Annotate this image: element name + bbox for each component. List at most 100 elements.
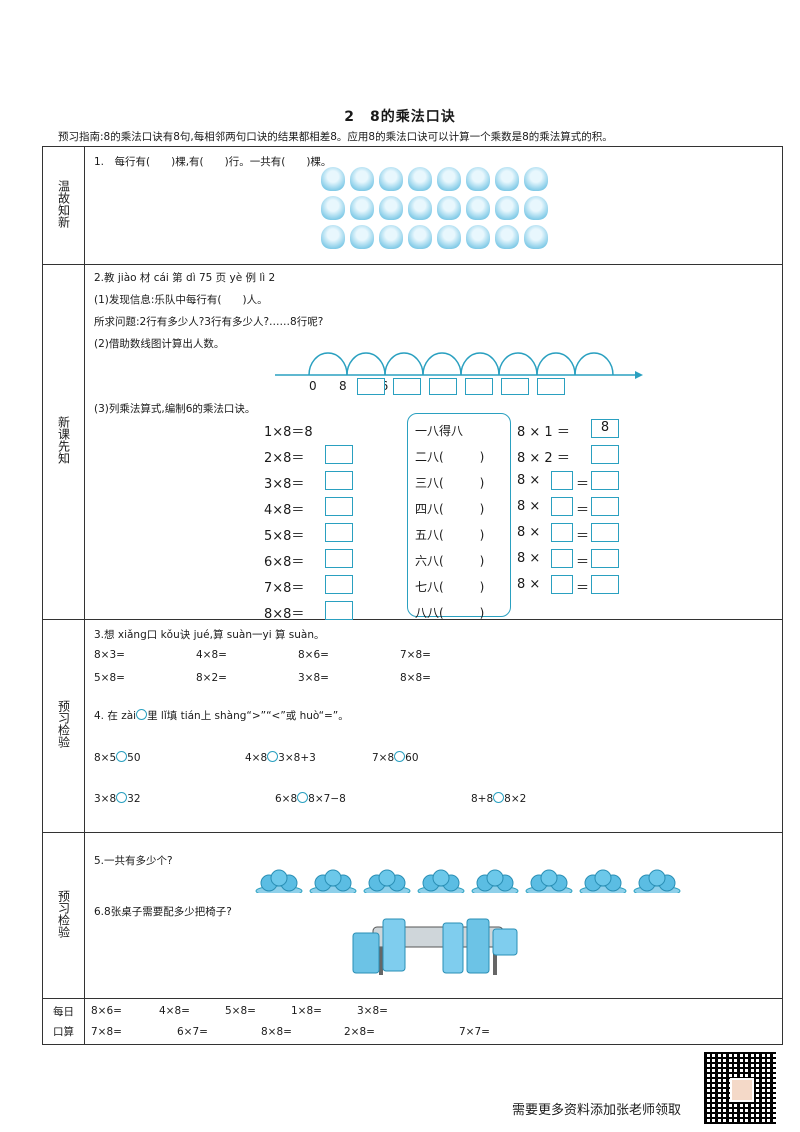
compare-circle-icon bbox=[116, 792, 128, 803]
question-2-part2: (2)借助数线图计算出人数。 bbox=[94, 338, 225, 350]
tree-icon bbox=[379, 225, 403, 249]
table-leg bbox=[493, 947, 497, 975]
answer-box[interactable] bbox=[325, 549, 353, 568]
section-1: 1. 每行有( )棵,有( )行。一共有( )棵。 bbox=[84, 146, 783, 265]
multiplication-equation: 8 × bbox=[517, 551, 541, 566]
daily-item: 1×8= bbox=[291, 1005, 322, 1017]
section-label-1: 温故知新 bbox=[42, 146, 85, 265]
tree-icon bbox=[437, 167, 461, 191]
section-label-3: 预习检验 bbox=[42, 619, 85, 833]
compare-circle-icon bbox=[136, 709, 148, 720]
bun-plate-icon bbox=[471, 869, 519, 893]
factor-box[interactable] bbox=[551, 497, 573, 516]
question-2-part1: (1)发现信息:乐队中每行有( )人。 bbox=[94, 294, 268, 306]
koujue-line: 八八( ) bbox=[415, 606, 485, 620]
multiplication-equation: 8 × bbox=[517, 577, 541, 592]
answer-box[interactable] bbox=[325, 523, 353, 542]
number-line-answer-box[interactable] bbox=[465, 378, 493, 395]
answer-box[interactable] bbox=[325, 497, 353, 516]
equals-sign: ＝ bbox=[576, 503, 590, 518]
number-line-arrow bbox=[635, 371, 643, 379]
jump-arc bbox=[422, 352, 462, 376]
answer-box[interactable] bbox=[591, 445, 619, 464]
tree-icon bbox=[495, 196, 519, 220]
daily-item: 5×8= bbox=[225, 1005, 256, 1017]
q3-item: 3×8= bbox=[298, 672, 329, 684]
factor-box[interactable] bbox=[551, 575, 573, 594]
q3-item: 8×8= bbox=[400, 672, 431, 684]
number-line-answer-box[interactable] bbox=[393, 378, 421, 395]
answer-box[interactable] bbox=[325, 575, 353, 594]
bun-plate-icon bbox=[525, 869, 573, 893]
compare-circle-icon bbox=[493, 792, 505, 803]
multiplication-equation: 8 × bbox=[517, 473, 541, 488]
equals-sign: ＝ bbox=[576, 555, 590, 570]
factor-box[interactable] bbox=[551, 549, 573, 568]
section-label-5: 每日口算 bbox=[42, 998, 85, 1045]
daily-item: 6×7= bbox=[177, 1026, 208, 1038]
avatar bbox=[730, 1078, 754, 1102]
tree-icon bbox=[408, 167, 432, 191]
multiplication-equation: 8×8＝ bbox=[264, 607, 305, 622]
tree-icon bbox=[321, 225, 345, 249]
worksheet-table: 温故知新 1. 每行有( )棵,有( )行。一共有( )棵。 新课先知 2.教 … bbox=[42, 146, 783, 1045]
koujue-line: 二八( ) bbox=[415, 450, 485, 464]
bun-plate-icon bbox=[633, 869, 681, 893]
multiplication-equation: 7×8＝ bbox=[264, 581, 305, 596]
factor-box[interactable] bbox=[551, 523, 573, 542]
tree-icon bbox=[379, 167, 403, 191]
daily-item: 8×6= bbox=[91, 1005, 122, 1017]
question-6: 6.8张桌子需要配多少把椅子? bbox=[94, 906, 232, 918]
compare-circle-icon bbox=[116, 751, 128, 762]
tree-icon bbox=[524, 167, 548, 191]
tree-icon bbox=[524, 196, 548, 220]
answer-box[interactable] bbox=[591, 523, 619, 542]
q3-item: 7×8= bbox=[400, 649, 431, 661]
factor-box[interactable] bbox=[551, 471, 573, 490]
number-line bbox=[275, 352, 643, 379]
tree-icon bbox=[466, 225, 490, 249]
jump-arc bbox=[536, 352, 576, 376]
jump-arc bbox=[460, 352, 500, 376]
multiplication-equation: 8 × 1 ＝ bbox=[517, 425, 570, 440]
question-2-part3: (3)列乘法算式,编制6的乘法口诀。 bbox=[94, 403, 256, 415]
q3-item: 8×6= bbox=[298, 649, 329, 661]
number-line-answer-box[interactable] bbox=[429, 378, 457, 395]
section-5: 8×6= 4×8= 5×8= 1×8= 3×8= 7×8= 6×7= 8×8= … bbox=[84, 998, 783, 1045]
multiplication-equation: 6×8＝ bbox=[264, 555, 305, 570]
answer-box[interactable]: 8 bbox=[591, 419, 619, 438]
number-line-answer-box[interactable] bbox=[357, 378, 385, 395]
section-label-4: 预习检验 bbox=[42, 832, 85, 999]
jump-arc bbox=[346, 352, 386, 376]
answer-box[interactable] bbox=[325, 445, 353, 464]
question-5: 5.一共有多少个? bbox=[94, 855, 173, 867]
daily-item: 3×8= bbox=[357, 1005, 388, 1017]
answer-box[interactable] bbox=[591, 549, 619, 568]
number-line-answer-box[interactable] bbox=[537, 378, 565, 395]
bun-plate-icon bbox=[255, 869, 303, 893]
multiplication-equation: 8 × bbox=[517, 525, 541, 540]
chair bbox=[442, 922, 464, 974]
question-2-part1b: 所求问题:2行有多少人?3行有多少人?……8行呢? bbox=[94, 316, 324, 328]
multiplication-equation: 3×8＝ bbox=[264, 477, 305, 492]
koujue-line: 四八( ) bbox=[415, 502, 485, 516]
equals-sign: ＝ bbox=[576, 581, 590, 596]
answer-box[interactable] bbox=[325, 601, 353, 620]
tree-icon bbox=[408, 225, 432, 249]
koujue-line: 三八( ) bbox=[415, 476, 485, 490]
koujue-frame bbox=[407, 413, 511, 617]
tree-icon bbox=[321, 196, 345, 220]
answer-box[interactable] bbox=[591, 497, 619, 516]
answer-box[interactable] bbox=[591, 471, 619, 490]
number-line-answer-box[interactable] bbox=[501, 378, 529, 395]
compare-circle-icon bbox=[267, 751, 279, 762]
answer-box[interactable] bbox=[591, 575, 619, 594]
answer-box[interactable] bbox=[325, 471, 353, 490]
jump-arc bbox=[498, 352, 538, 376]
